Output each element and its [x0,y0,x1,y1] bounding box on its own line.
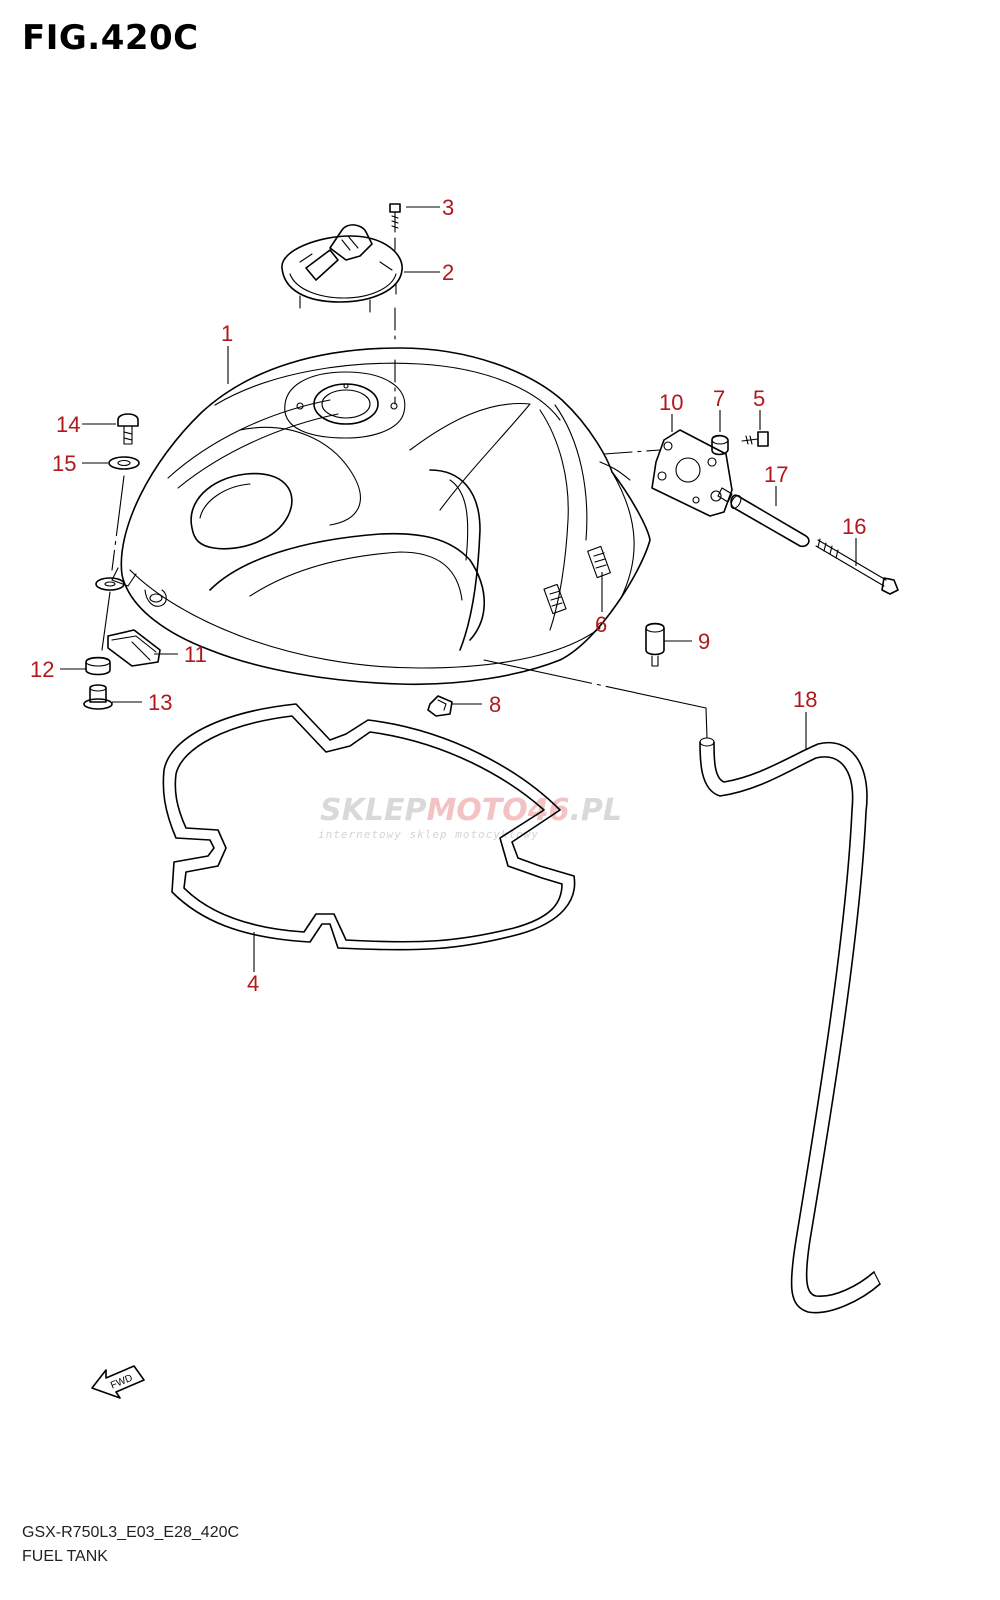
figure-title: FIG.420C [22,18,199,58]
fwd-arrow-icon: FWD [91,1365,145,1399]
fuel-cap-drawing[interactable] [281,203,403,313]
rubber-mount-drawing[interactable] [645,622,665,667]
model-code: GSX-R750L3_E03_E28_420C [22,1524,240,1541]
watermark-subtitle: internetowy sklep motocyklowy [318,828,539,841]
callout-3: 3 [442,195,454,220]
guide-lines [101,237,708,739]
bracket-bolt-drawing[interactable] [741,431,769,447]
tab-washer-drawing[interactable] [95,577,125,591]
mounting-bolt-drawing[interactable] [815,538,899,595]
tank-seal-drawing[interactable] [162,703,576,951]
fuel-tank-drawing[interactable] [111,347,651,686]
section-name: FUEL TANK [22,1548,108,1565]
callout-17: 17 [764,462,788,487]
rear-bracket-drawing[interactable] [651,429,733,517]
drain-hose-drawing[interactable] [699,737,881,1314]
callout-4: 4 [247,971,259,996]
callout-1: 1 [221,321,233,346]
callout-11: 11 [184,642,207,667]
callout-14: 14 [56,412,80,437]
callout-5: 5 [753,386,765,411]
watermark-main: SKLEPMOTO46.PL [320,793,622,828]
callout-12: 12 [30,657,54,682]
washer-drawing[interactable] [85,656,111,676]
clip-drawing[interactable] [427,695,453,717]
watermark: SKLEPMOTO46.PL internetowy sklep motocyk… [318,793,622,841]
bracket-cushion-drawing[interactable] [711,434,729,456]
leader-lines [60,206,857,972]
callout-15: 15 [52,451,76,476]
callout-6: 6 [595,612,607,637]
callout-2: 2 [442,260,454,285]
front-bolt-drawing[interactable] [117,413,139,445]
callout-16: 16 [842,514,866,539]
callout-13: 13 [148,690,172,715]
callout-10: 10 [659,390,683,415]
callout-labels: 3 2 1 14 15 10 7 5 17 16 6 9 11 12 13 8 … [30,195,866,996]
callout-9: 9 [698,629,710,654]
front-washer-drawing[interactable] [108,456,140,470]
front-cushion-drawing[interactable] [107,629,161,667]
callout-8: 8 [489,692,501,717]
collar-drawing[interactable] [83,684,113,710]
callout-18: 18 [793,687,817,712]
spacer-collar-drawing[interactable] [717,487,810,548]
callout-7: 7 [713,386,725,411]
